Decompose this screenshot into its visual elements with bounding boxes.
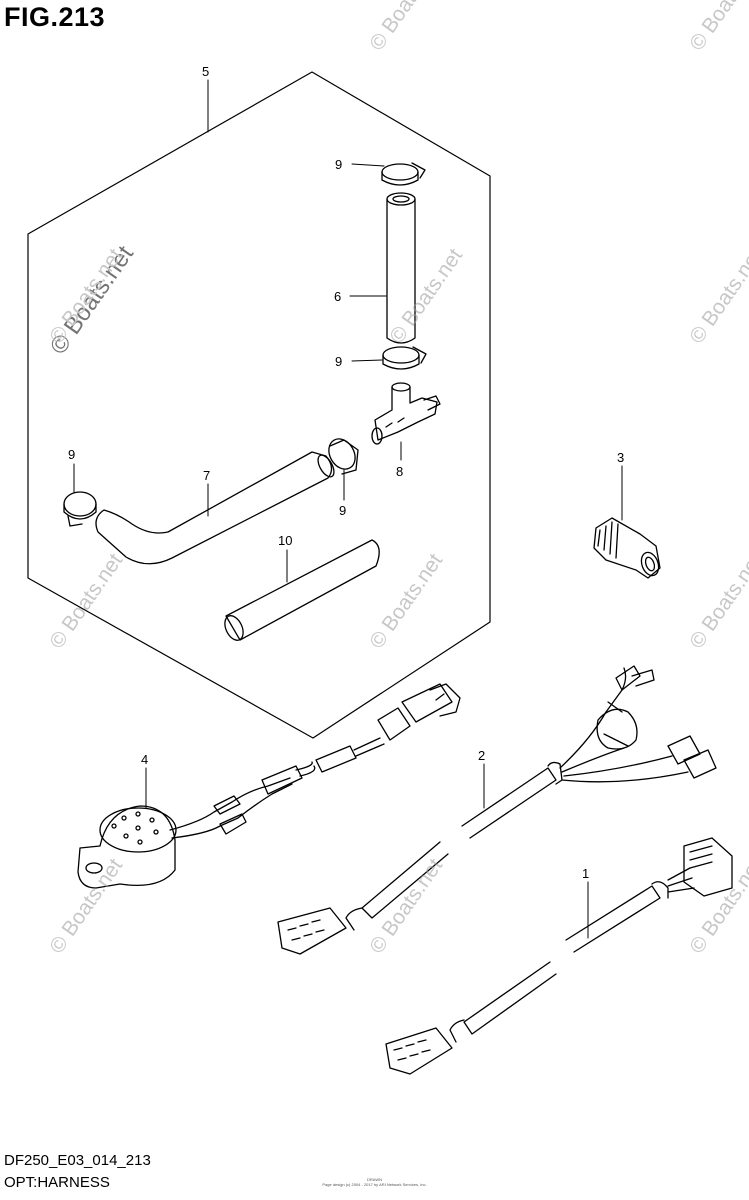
copyright-line-2: Page design (c) 2004 - 2017 by ARI Netwo… bbox=[322, 1182, 427, 1187]
tee-joint-8 bbox=[371, 382, 441, 445]
figure-title: FIG.213 bbox=[4, 2, 106, 32]
callout-9: 9 bbox=[68, 447, 75, 462]
hose-clip-9-middle bbox=[382, 346, 427, 370]
hose-6 bbox=[386, 192, 416, 344]
copyright-line-1: DRAWN bbox=[367, 1177, 382, 1182]
watermark-tile: © Boats.net bbox=[685, 549, 749, 652]
watermark-tile: © Boats.net bbox=[685, 0, 749, 55]
watermark-tile: © Boats.net bbox=[685, 854, 749, 957]
harness-1 bbox=[385, 837, 733, 1075]
figure-name: OPT:HARNESS bbox=[4, 1174, 110, 1191]
watermark-tile: © Boats.net bbox=[685, 244, 749, 347]
callout-numbers: 5 9 6 9 9 7 9 8 3 10 4 2 1 bbox=[68, 64, 624, 881]
callout-7: 7 bbox=[203, 468, 210, 483]
buzzer-4 bbox=[77, 683, 461, 889]
watermark-tile: © Boats.net bbox=[45, 549, 127, 652]
callout-3: 3 bbox=[617, 450, 624, 465]
copyright-note: DRAWN Page design (c) 2004 - 2017 by ARI… bbox=[0, 1177, 749, 1187]
callout-6: 6 bbox=[334, 289, 341, 304]
figure-code: DF250_E03_014_213 bbox=[4, 1152, 151, 1169]
callout-5: 5 bbox=[202, 64, 209, 79]
callout-8: 8 bbox=[396, 464, 403, 479]
callout-1: 1 bbox=[582, 866, 589, 881]
callout-9: 9 bbox=[335, 157, 342, 172]
hose-fitting-3 bbox=[593, 517, 661, 579]
hose-clip-9-left bbox=[63, 491, 97, 527]
watermark-tile: © Boats.net bbox=[385, 244, 467, 347]
callout-9: 9 bbox=[335, 354, 342, 369]
callout-9: 9 bbox=[339, 503, 346, 518]
hose-clip-9-top bbox=[381, 162, 426, 186]
hose-clip-9-elbow bbox=[328, 438, 359, 475]
hose-10 bbox=[224, 539, 380, 641]
watermark-tile: © Boats.net bbox=[365, 549, 447, 652]
watermark-tile: © Boats.net bbox=[365, 0, 447, 55]
callout-2: 2 bbox=[478, 748, 485, 763]
hose-7-elbow bbox=[95, 451, 335, 565]
kit-5-frame bbox=[27, 71, 491, 739]
harness-2 bbox=[277, 665, 717, 955]
leader-lines bbox=[73, 79, 623, 939]
callout-10: 10 bbox=[278, 533, 292, 548]
watermark-tile: © Boats.net bbox=[45, 244, 127, 347]
callout-4: 4 bbox=[141, 752, 148, 767]
